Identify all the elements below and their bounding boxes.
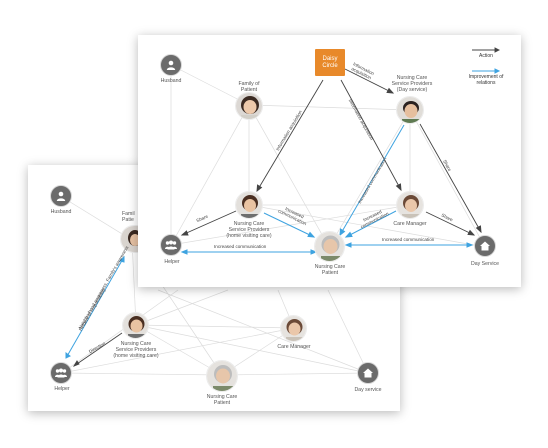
care-manager-photo (396, 191, 424, 219)
back-husband-label: Husband (50, 209, 72, 215)
arrow-label-increased-communication-bottom-left: Increased communication (214, 244, 267, 249)
back-family-label: Famil Patie (122, 211, 135, 223)
daisy-circle-box: Daisy Circle (315, 49, 345, 76)
front-diagram-sheet: Action Improvement of relations Daisy Ci… (138, 35, 521, 287)
legend-improvement-label: Improvement of relations (468, 74, 504, 86)
back-day-service-label: Day service (354, 387, 382, 393)
home-care-provider-photo (235, 191, 263, 219)
helper-group-icon (160, 234, 182, 256)
family-of-patient-photo (235, 92, 263, 120)
back-helper-label: Helper (54, 386, 70, 392)
patient-label: Nursing Care Patient (314, 264, 346, 276)
husband-label: Husband (160, 78, 182, 84)
back-patient-label: Nursing Care Patient (206, 394, 238, 406)
back-care-manager-label: Care Manager (277, 344, 311, 350)
day-service-provider-photo (396, 96, 424, 124)
back-connection-lines (61, 196, 369, 376)
back-day-service-house-icon (357, 362, 379, 384)
husband-person-icon (160, 54, 182, 76)
day-service-label: Day Service (471, 261, 499, 267)
day-service-house-icon (474, 235, 496, 257)
home-care-provider-label: Nursing Care Service Providers (home vis… (226, 221, 272, 239)
back-helper-group-icon (50, 362, 72, 384)
arrow-label-increased-communication-bottom-right: Increased communication (382, 237, 435, 242)
helper-label: Helper (164, 259, 180, 265)
care-manager-label: Care Manager (393, 221, 427, 227)
family-of-patient-label: Family of Patient (238, 81, 260, 93)
day-service-provider-label: Nursing Care Service Providers (Day serv… (391, 75, 433, 93)
back-husband-person-icon (50, 185, 72, 207)
patient-photo (314, 231, 345, 262)
legend-action-label: Action (479, 53, 493, 59)
back-patient-photo (206, 360, 238, 392)
back-home-care-provider-photo (122, 312, 149, 339)
back-care-manager-photo (280, 315, 307, 342)
back-home-care-provider-label: Nursing Care Service Providers (home vis… (113, 341, 159, 359)
